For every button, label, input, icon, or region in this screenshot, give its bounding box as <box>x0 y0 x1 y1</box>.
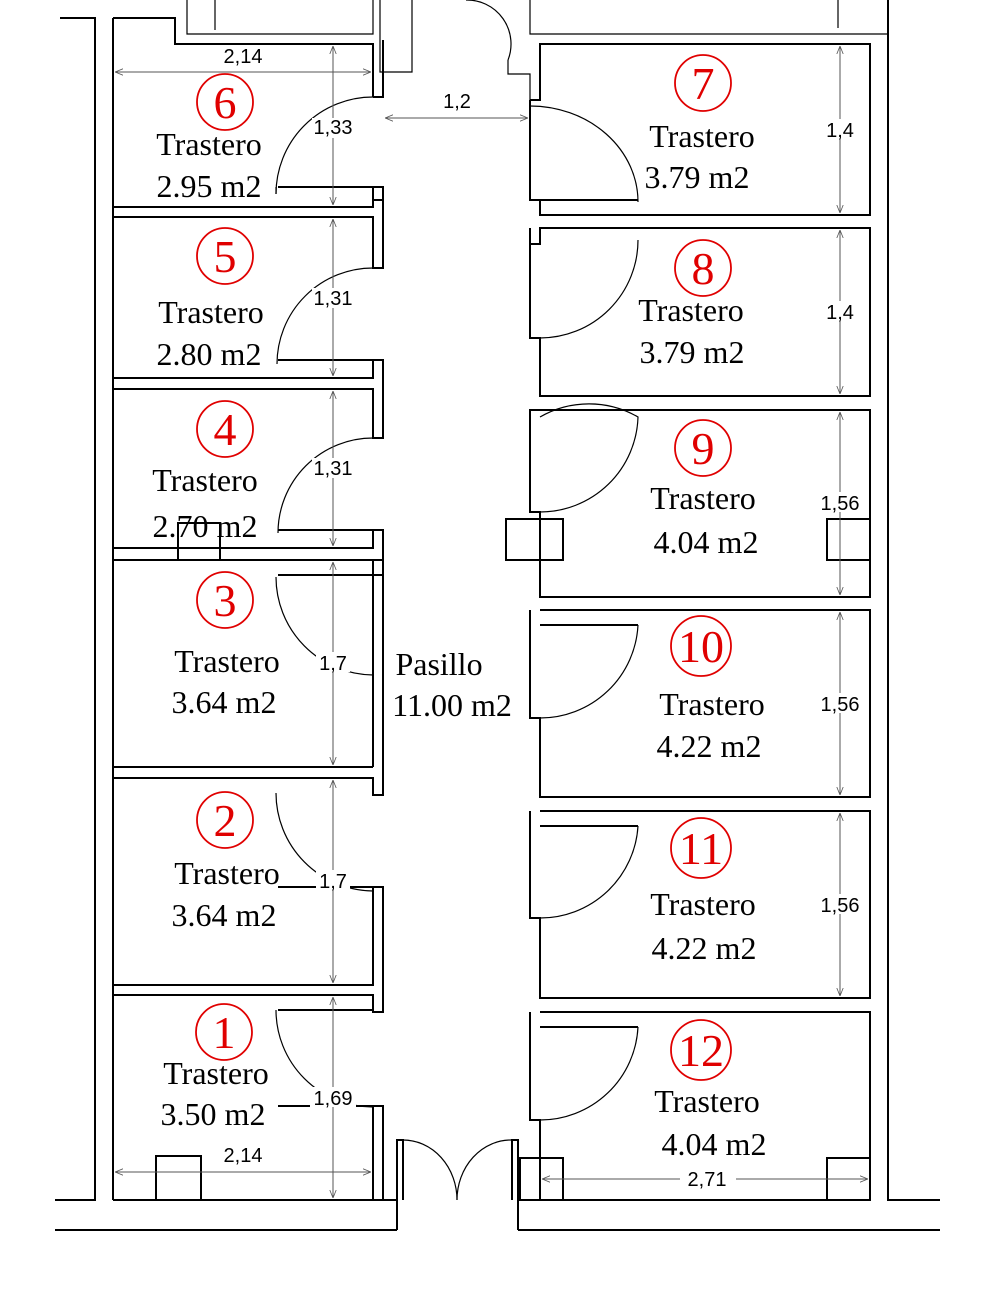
room-4-label: 4 Trastero 2.70 m2 <box>152 400 258 544</box>
dim-room-8: 1,4 <box>826 302 854 324</box>
right-rooms-walls <box>505 43 871 1201</box>
room-8-area: 3.79 m2 <box>640 334 745 370</box>
room-10-name: Trastero <box>659 686 764 722</box>
dim-room-6: 1,33 <box>314 117 353 139</box>
room-7-number-circle <box>674 54 732 112</box>
room-7-label: 7 Trastero 3.79 m2 <box>645 54 755 195</box>
room-6-name: Trastero <box>156 126 261 162</box>
dim-room-5: 1,31 <box>314 288 353 310</box>
room-12-label: 12 Trastero 4.04 m2 <box>654 1019 767 1162</box>
corridor-name: Pasillo <box>395 646 482 682</box>
room-3-name: Trastero <box>174 643 279 679</box>
outer-walls <box>55 0 940 1231</box>
dim-corridor-width: 1,2 <box>443 91 471 113</box>
room-6-area: 2.95 m2 <box>157 168 262 204</box>
room-2-area: 3.64 m2 <box>172 897 277 933</box>
room-8-number: 8 <box>692 243 715 294</box>
room-6-number: 6 <box>214 77 237 128</box>
room-9-area: 4.04 m2 <box>654 524 759 560</box>
room-3-label: 3 Trastero 3.64 m2 <box>172 571 280 720</box>
room-12-name: Trastero <box>654 1083 759 1119</box>
room-4-name: Trastero <box>152 462 257 498</box>
dim-room-4: 1,31 <box>314 458 353 480</box>
room-5-number-circle <box>196 227 254 285</box>
room-6-number-circle <box>196 73 254 131</box>
room-9-number-circle <box>674 419 732 477</box>
corridor-area: 11.00 m2 <box>392 687 512 723</box>
dimension-labels: 2,14 1,2 1,33 1,31 1,31 1,7 1,7 1,69 2,1… <box>215 45 865 1191</box>
room-7-number: 7 <box>692 58 715 109</box>
room-11-label: 11 Trastero 4.22 m2 <box>650 817 757 966</box>
room-2-number: 2 <box>214 795 237 846</box>
room-8-label: 8 Trastero 3.79 m2 <box>638 239 745 370</box>
room-11-name: Trastero <box>650 886 755 922</box>
room-4-number-circle <box>196 400 254 458</box>
room-3-number: 3 <box>214 575 237 626</box>
room-1-name: Trastero <box>163 1055 268 1091</box>
dim-room-11: 1,56 <box>821 895 860 917</box>
dim-room-1: 1,69 <box>314 1088 353 1110</box>
room-1-number: 1 <box>213 1007 236 1058</box>
room-5-number: 5 <box>214 231 237 282</box>
room-12-area: 4.04 m2 <box>662 1126 767 1162</box>
room-1-label: 1 Trastero 3.50 m2 <box>161 1003 269 1132</box>
room-10-label: 10 Trastero 4.22 m2 <box>657 615 765 764</box>
room-3-area: 3.64 m2 <box>172 684 277 720</box>
room-5-name: Trastero <box>158 294 263 330</box>
dim-right-bottom-width: 2,71 <box>688 1169 727 1191</box>
room-10-number-circle <box>670 615 732 677</box>
room-6-label: 6 Trastero 2.95 m2 <box>156 73 262 204</box>
room-8-name: Trastero <box>638 292 743 328</box>
room-10-area: 4.22 m2 <box>657 728 762 764</box>
room-11-number: 11 <box>679 823 723 874</box>
room-2-number-circle <box>196 791 254 849</box>
room-7-area: 3.79 m2 <box>645 159 750 195</box>
room-9-name: Trastero <box>650 480 755 516</box>
dim-bottom-width: 2,14 <box>224 1145 263 1167</box>
dim-room-3: 1,7 <box>319 653 347 675</box>
room-10-number: 10 <box>678 621 724 672</box>
dim-top-width: 2,14 <box>224 46 263 68</box>
room-9-number: 9 <box>692 423 715 474</box>
dim-room-9: 1,56 <box>821 493 860 515</box>
dim-room-10: 1,56 <box>821 694 860 716</box>
dim-room-7: 1,4 <box>826 120 854 142</box>
room-11-area: 4.22 m2 <box>652 930 757 966</box>
room-2-label: 2 Trastero 3.64 m2 <box>172 791 280 933</box>
room-11-number-circle <box>670 817 732 879</box>
room-12-number: 12 <box>678 1025 724 1076</box>
right-doors <box>402 105 639 1201</box>
room-4-number: 4 <box>214 404 237 455</box>
room-12-number-circle <box>670 1019 732 1081</box>
room-1-area: 3.50 m2 <box>161 1096 266 1132</box>
room-1-number-circle <box>195 1003 253 1061</box>
room-5-area: 2.80 m2 <box>157 336 262 372</box>
room-2-name: Trastero <box>174 855 279 891</box>
left-doors <box>275 96 374 1108</box>
dim-room-2: 1,7 <box>319 871 347 893</box>
room-5-label: 5 Trastero 2.80 m2 <box>157 227 264 372</box>
room-7-name: Trastero <box>649 118 754 154</box>
corridor-label: Pasillo 11.00 m2 <box>392 646 512 723</box>
room-9-label: 9 Trastero 4.04 m2 <box>650 419 759 560</box>
room-3-number-circle <box>196 571 254 629</box>
room-8-number-circle <box>674 239 732 297</box>
room-4-area: 2.70 m2 <box>153 508 258 544</box>
